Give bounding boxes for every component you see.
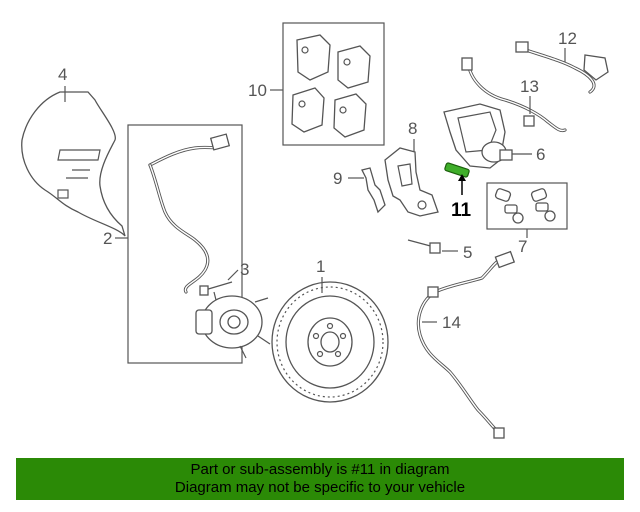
- brake-pad-set-part[interactable]: [291, 34, 371, 138]
- dust-shield-part[interactable]: [21, 91, 126, 237]
- pad-clip-part[interactable]: [361, 167, 386, 214]
- hub-bolt-part[interactable]: [199, 281, 233, 296]
- wheel-hub-part[interactable]: [195, 291, 271, 359]
- caliper-bracket-part[interactable]: [384, 147, 439, 217]
- callout-7: 7: [518, 237, 527, 256]
- abs-sensor-rear-part[interactable]: [416, 250, 516, 439]
- abs-sensor-front-part[interactable]: [148, 133, 231, 294]
- info-banner: Part or sub-assembly is #11 in diagram D…: [16, 458, 624, 500]
- callout-8: 8: [408, 119, 417, 138]
- callout-3: 3: [240, 260, 249, 279]
- pad-box: [282, 22, 385, 146]
- caliper-part[interactable]: [443, 103, 513, 169]
- callout-4: 4: [58, 65, 67, 84]
- boot-kit-part[interactable]: [494, 188, 556, 224]
- wear-sensor-part[interactable]: [461, 57, 567, 133]
- callout-13: 13: [520, 77, 539, 96]
- caliper-bolt-part[interactable]: [407, 239, 441, 254]
- brake-hose-part[interactable]: [515, 41, 609, 94]
- sensor-box: [127, 124, 243, 364]
- callout-6: 6: [536, 145, 545, 164]
- callout-2: 2: [103, 229, 112, 248]
- callout-1: 1: [316, 257, 325, 276]
- guide-pin-part[interactable]: [444, 162, 470, 195]
- banner-line-disclaimer: Diagram may not be specific to your vehi…: [174, 479, 466, 496]
- brake-rotor-part[interactable]: [271, 281, 389, 403]
- callout-5: 5: [463, 243, 472, 262]
- callout-11: 11: [451, 200, 472, 221]
- banner-line-part: Part or sub-assembly is #11 in diagram: [190, 461, 450, 478]
- callout-14: 14: [442, 313, 461, 332]
- callout-12: 12: [558, 29, 577, 48]
- callout-10: 10: [248, 81, 267, 100]
- parts-diagram: 4 2 3 10: [21, 22, 609, 439]
- callout-9: 9: [333, 169, 342, 188]
- callout-3-leader: [227, 269, 239, 281]
